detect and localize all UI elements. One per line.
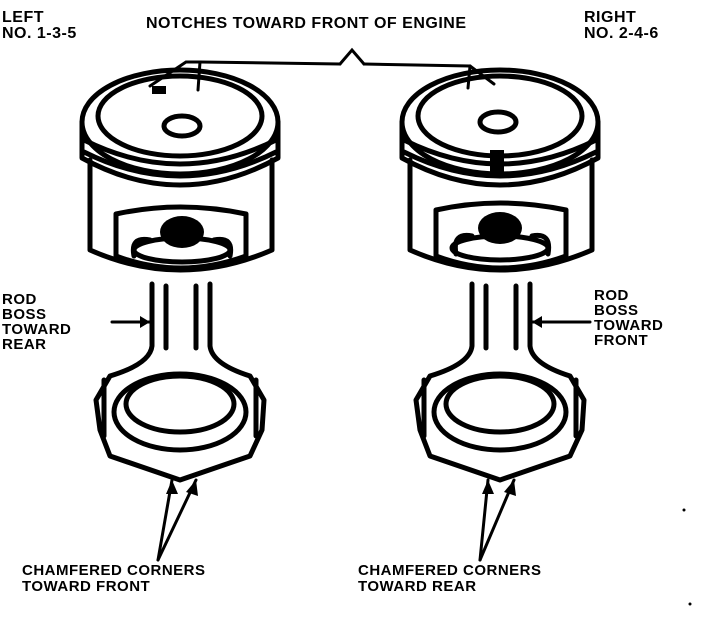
left-piston-head (79, 67, 281, 273)
right-piston-assembly (399, 67, 601, 562)
right-rod-line-4: FRONT (594, 332, 649, 349)
left-rod-boss-label: ROD BOSS TOWARD REAR (2, 292, 71, 352)
right-chamfer-line-2: TOWARD REAR (358, 578, 477, 595)
right-chamfer-line-1: CHAMFERED CORNERS (358, 562, 542, 579)
left-chamfer-line-2: TOWARD FRONT (22, 578, 151, 595)
left-chamfer-line-1: CHAMFERED CORNERS (22, 562, 206, 579)
right-callouts (478, 316, 592, 562)
left-group-label: LEFT NO. 1-3-5 (2, 10, 77, 42)
left-piston-assembly (79, 67, 281, 562)
left-rod-line-3: TOWARD (2, 321, 72, 338)
right-group-label: RIGHT NO. 2-4-6 (584, 10, 659, 42)
left-rod-line-4: REAR (2, 336, 47, 353)
left-callouts (110, 316, 198, 562)
right-piston-head (399, 67, 601, 273)
right-rod-line-2: BOSS (594, 302, 639, 319)
left-numbers: NO. 1-3-5 (2, 25, 77, 42)
right-chamfer-label: CHAMFERED CORNERS TOWARD REAR (358, 563, 542, 595)
left-rod-line-1: ROD (2, 291, 37, 308)
speck (688, 602, 692, 606)
left-chamfer-label: CHAMFERED CORNERS TOWARD FRONT (22, 563, 206, 595)
left-connecting-rod (93, 281, 267, 483)
notches-label: NOTCHES TOWARD FRONT OF ENGINE (146, 15, 467, 32)
right-rod-line-3: TOWARD (594, 317, 664, 334)
right-numbers: NO. 2-4-6 (584, 25, 659, 42)
left-rod-line-2: BOSS (2, 306, 47, 323)
right-title: RIGHT (584, 9, 637, 26)
right-rod-line-1: ROD (594, 287, 629, 304)
left-title: LEFT (2, 9, 44, 26)
right-connecting-rod (413, 281, 587, 483)
right-rod-boss-label: ROD BOSS TOWARD FRONT (594, 288, 663, 348)
speck (682, 508, 686, 512)
